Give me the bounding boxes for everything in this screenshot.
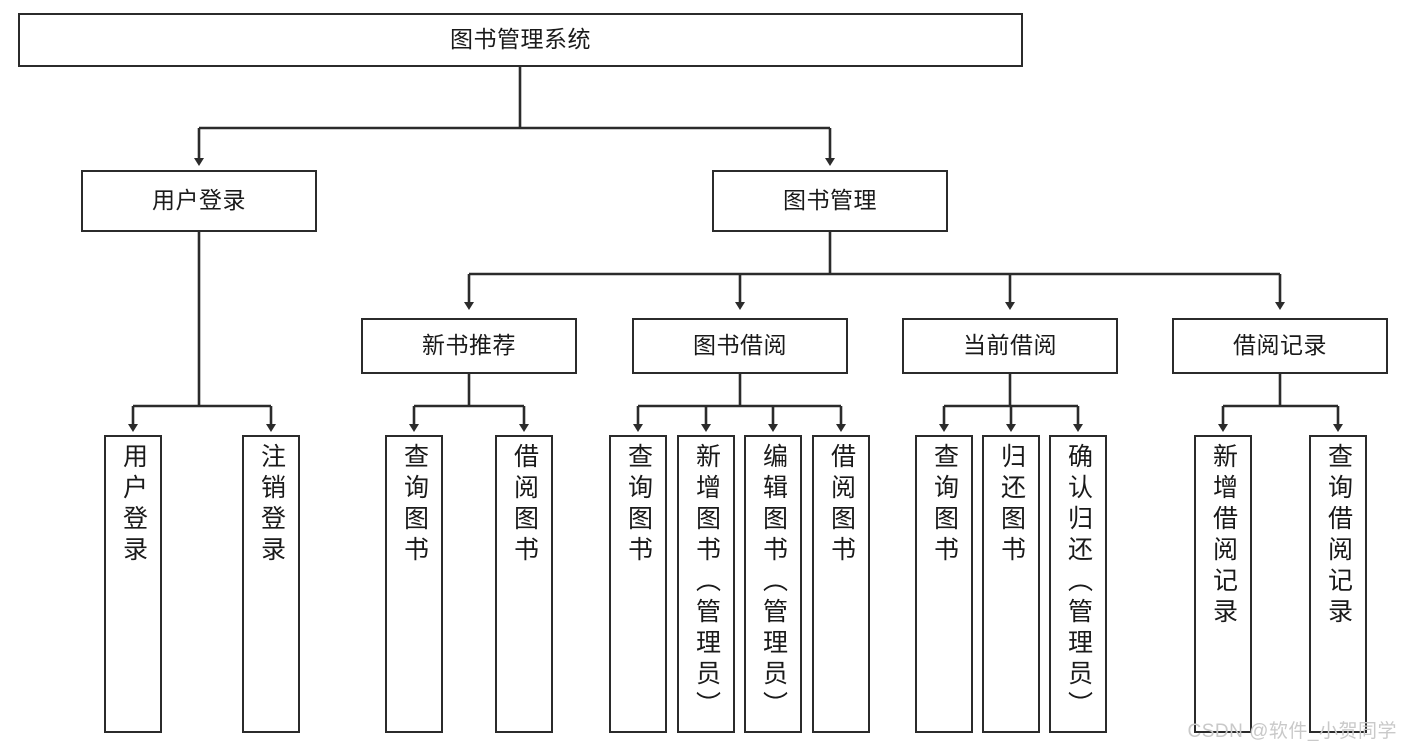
node-book-management[interactable]: 图书管理 (712, 170, 948, 232)
leaf-query-book-recommend[interactable]: 查询图书 (385, 435, 443, 733)
node-label: 新增图书（管理员） (692, 443, 721, 722)
node-borrow-records[interactable]: 借阅记录 (1172, 318, 1388, 374)
node-label: 图书借阅 (693, 332, 787, 359)
node-label: 查询图书 (624, 443, 653, 567)
leaf-user-login[interactable]: 用户登录 (104, 435, 162, 733)
node-book-management-system[interactable]: 图书管理系统 (18, 13, 1023, 67)
node-new-book-recommend[interactable]: 新书推荐 (361, 318, 577, 374)
leaf-query-borrow-record[interactable]: 查询借阅记录 (1309, 435, 1367, 733)
leaf-borrow-book[interactable]: 借阅图书 (812, 435, 870, 733)
node-label: 图书管理 (783, 187, 877, 214)
node-label: 当前借阅 (963, 332, 1057, 359)
leaf-query-book-borrow[interactable]: 查询图书 (609, 435, 667, 733)
node-label: 注销登录 (257, 443, 286, 567)
node-label: 查询图书 (930, 443, 959, 567)
leaf-borrow-book-recommend[interactable]: 借阅图书 (495, 435, 553, 733)
node-book-borrow[interactable]: 图书借阅 (632, 318, 848, 374)
node-label: 归还图书 (997, 443, 1026, 567)
node-label: 借阅记录 (1233, 332, 1327, 359)
leaf-add-borrow-record[interactable]: 新增借阅记录 (1194, 435, 1252, 733)
node-label: 用户登录 (119, 443, 148, 567)
leaf-add-book-admin[interactable]: 新增图书（管理员） (677, 435, 735, 733)
leaf-return-book[interactable]: 归还图书 (982, 435, 1040, 733)
node-label: 借阅图书 (827, 443, 856, 567)
node-label: 查询图书 (400, 443, 429, 567)
csdn-watermark: CSDN @软件_小贺同学 (1187, 721, 1397, 742)
node-label: 新书推荐 (422, 332, 516, 359)
leaf-confirm-return-admin[interactable]: 确认归还（管理员） (1049, 435, 1107, 733)
node-user-login[interactable]: 用户登录 (81, 170, 317, 232)
node-label: 借阅图书 (510, 443, 539, 567)
node-label: 确认归还（管理员） (1064, 443, 1093, 722)
leaf-logout[interactable]: 注销登录 (242, 435, 300, 733)
leaf-query-book-current[interactable]: 查询图书 (915, 435, 973, 733)
node-label: 查询借阅记录 (1324, 443, 1353, 629)
node-label: 编辑图书（管理员） (759, 443, 788, 722)
node-label: 用户登录 (152, 187, 246, 214)
node-label: 新增借阅记录 (1209, 443, 1238, 629)
node-current-borrow[interactable]: 当前借阅 (902, 318, 1118, 374)
node-label: 图书管理系统 (450, 26, 591, 53)
leaf-edit-book-admin[interactable]: 编辑图书（管理员） (744, 435, 802, 733)
